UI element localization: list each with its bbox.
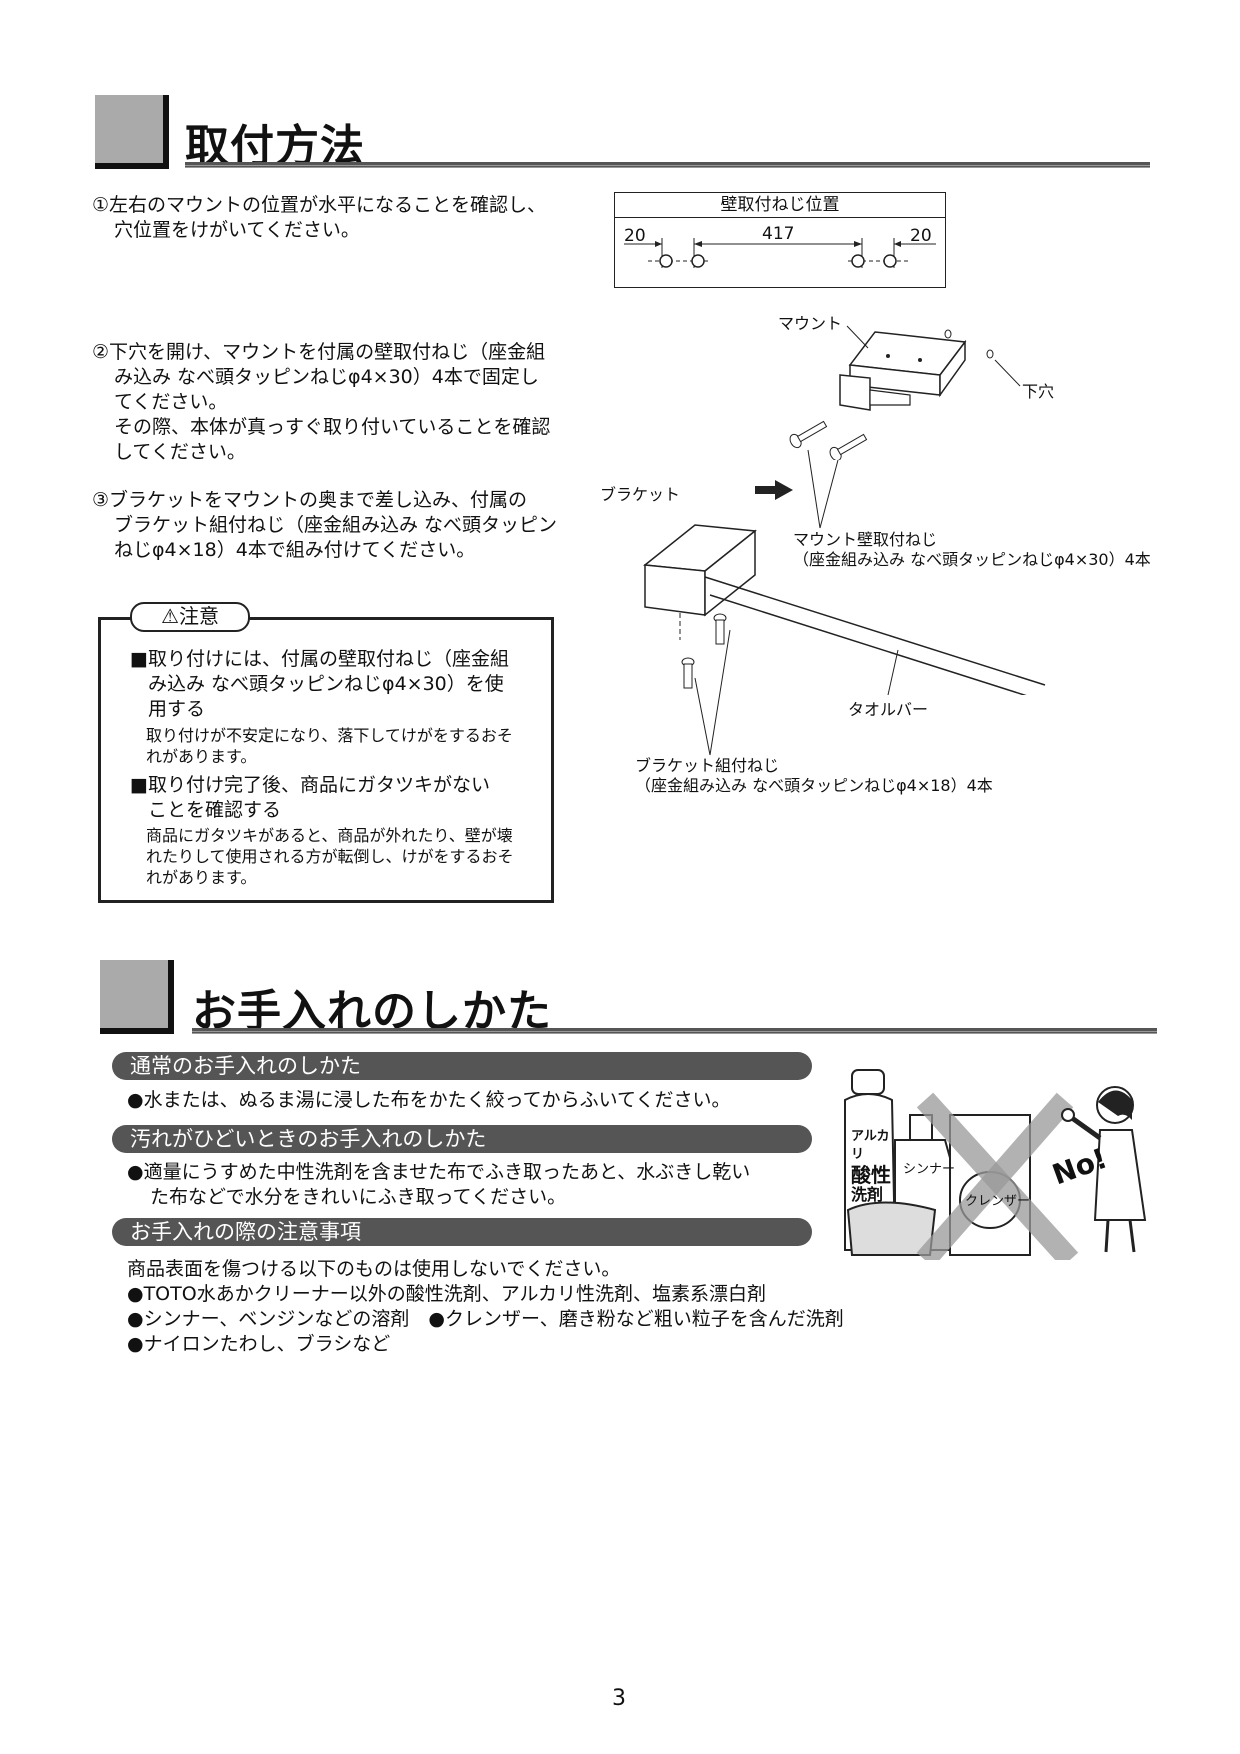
caution-box <box>98 617 554 903</box>
caution-item-2: ■取り付け完了後、商品にガタツキがない ことを確認する <box>130 774 490 821</box>
step-2: ②下穴を開け、マウントを付属の壁取付ねじ（座金組 み込み なべ頭タッピンねじφ4… <box>92 341 551 463</box>
step-3: ③ブラケットをマウントの奥まで差し込み、付属の ブラケット組付ねじ（座金組み込み… <box>92 489 558 561</box>
warning-icon: ⚠ <box>161 604 179 628</box>
bracket-screws <box>681 613 727 689</box>
section-marker <box>100 960 174 1034</box>
push-arrow-icon <box>755 480 793 500</box>
mount-illustration <box>839 329 994 411</box>
illus-thinner-label: シンナー <box>903 1162 956 1177</box>
section-marker <box>95 95 169 169</box>
dim-left: 20 <box>624 226 646 246</box>
mount-screws <box>789 420 868 460</box>
care-normal-text: ●水または、ぬるま湯に浸した布をかたく絞ってからふいてください。 <box>127 1089 731 1111</box>
care-dirty-text: ●適量にうすめた中性洗剤を含ませた布でふき取ったあと、水ぶきし乾い た布などで水… <box>127 1161 751 1208</box>
care-notes-heading: お手入れの際の注意事項 <box>112 1218 812 1246</box>
title-rule <box>185 162 1150 168</box>
leader-lines <box>694 325 1021 756</box>
screw-position-diagram <box>624 238 936 268</box>
screw-position-title: 壁取付ねじ位置 <box>615 193 945 218</box>
caution-note-2: 商品にガタツキがあると、商品が外れたり、壁が壊 れたりして使用される方が転倒し、… <box>146 826 514 887</box>
dim-middle: 417 <box>762 224 795 244</box>
screw-position-box: 壁取付ねじ位置 <box>614 192 946 288</box>
label-mount: マウント <box>778 314 843 333</box>
step-1: ①左右のマウントの位置が水平になることを確認し、 穴位置をけがいてください。 <box>92 194 547 241</box>
care-notes-text: 商品表面を傷つける以下のものは使用しないでください。 ●TOTO水あかクリーナー… <box>127 1258 844 1355</box>
label-towel-bar: タオルバー <box>848 700 929 719</box>
title-rule <box>192 1028 1157 1034</box>
care-dirty-heading: 汚れがひどいときのお手入れのしかた <box>112 1125 812 1153</box>
illus-alkali-label: アルカリ 酸性 洗剤 <box>851 1129 891 1204</box>
no-harsh-cleaners-illustration <box>844 1069 1147 1260</box>
label-pilot-hole: 下穴 <box>1022 382 1055 401</box>
caution-tag: ⚠注意 <box>130 602 250 632</box>
label-bracket: ブラケット <box>600 485 681 504</box>
page-number: 3 <box>612 1686 626 1711</box>
caution-item-1: ■取り付けには、付属の壁取付ねじ（座金組 み込み なべ頭タッピンねじφ4×30）… <box>130 648 509 720</box>
caution-note-1: 取り付けが不安定になり、落下してけがをするおそ れがあります。 <box>146 726 513 766</box>
label-mount-screw: マウント壁取付ねじ （座金組み込み なべ頭タッピンねじφ4×30）4本 <box>793 530 1151 569</box>
dim-right: 20 <box>910 226 932 246</box>
label-bracket-screw: ブラケット組付ねじ （座金組み込み なべ頭タッピンねじφ4×18）4本 <box>635 756 993 795</box>
care-normal-heading: 通常のお手入れのしかた <box>112 1052 812 1080</box>
illus-cleanser-label: クレンザー <box>965 1194 1031 1209</box>
bracket-towelbar-illustration <box>643 524 1046 695</box>
